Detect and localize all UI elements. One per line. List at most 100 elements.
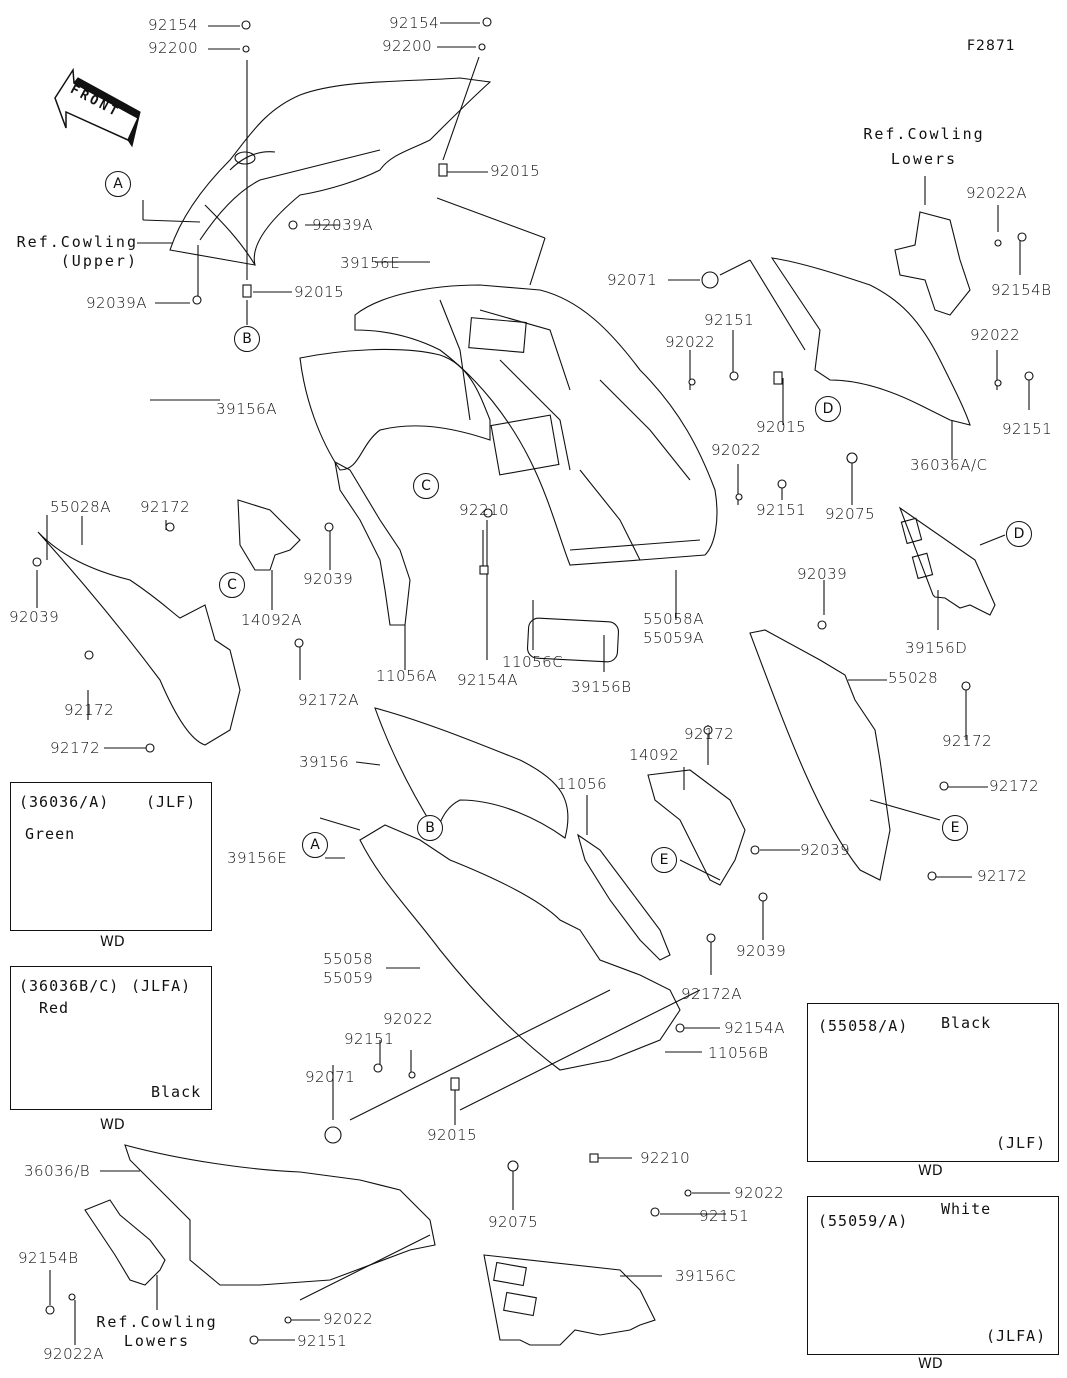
inset-55059a: (55059/A) White (JLFA)	[807, 1196, 1059, 1355]
part-label[interactable]: 92039	[736, 942, 787, 960]
part-label[interactable]: 55058	[323, 950, 374, 968]
ref-cowling-lowers-bottom: Ref.Cowling Lowers	[95, 1313, 219, 1351]
washer-icon	[684, 1189, 692, 1197]
part-label[interactable]: 92022	[711, 441, 762, 459]
screw-icon	[483, 508, 493, 518]
clip-icon	[288, 220, 298, 230]
side-cover-55028a	[37, 531, 241, 746]
part-label[interactable]: 92210	[640, 1149, 691, 1167]
upper-cowl-inner-panel	[169, 77, 492, 266]
part-label[interactable]: 92039	[303, 570, 354, 588]
part-label[interactable]: 92071	[305, 1068, 356, 1086]
part-label[interactable]: 92154	[148, 16, 199, 34]
inset-footer: WD	[100, 934, 125, 950]
inset-part-number: (36036/A)	[19, 793, 110, 811]
part-label[interactable]: 92151	[1002, 420, 1053, 438]
part-label[interactable]: 92075	[488, 1213, 539, 1231]
part-label[interactable]: 92172	[50, 739, 101, 757]
part-label[interactable]: 92151	[344, 1030, 395, 1048]
part-label[interactable]: 92154A	[457, 671, 518, 689]
part-label[interactable]: 92039A	[86, 294, 147, 312]
part-label[interactable]: 92022A	[43, 1345, 104, 1363]
part-label[interactable]: 92172A	[681, 985, 742, 1003]
washer-icon	[994, 379, 1002, 387]
cowling-lower-bracket-upper	[894, 211, 971, 316]
part-label[interactable]: 39156C	[675, 1267, 737, 1285]
part-label[interactable]: 39156	[299, 753, 350, 771]
inset-55058a: (55058/A) Black (JLF)	[807, 1003, 1059, 1162]
part-label[interactable]: 14092A	[241, 611, 302, 629]
nut-icon	[589, 1153, 599, 1163]
part-label[interactable]: 92154B	[991, 281, 1052, 299]
part-label[interactable]: 92172	[140, 498, 191, 516]
part-label[interactable]: 92071	[607, 271, 658, 289]
part-label[interactable]: 55058A	[643, 610, 704, 628]
part-label[interactable]: 11056C	[502, 653, 564, 671]
part-label[interactable]: 11056A	[376, 667, 437, 685]
part-label[interactable]: 14092	[629, 746, 680, 764]
part-label[interactable]: 92151	[297, 1332, 348, 1350]
part-label[interactable]: 92022	[665, 333, 716, 351]
part-label[interactable]: 39156D	[905, 639, 968, 657]
part-label[interactable]: 92039	[800, 841, 851, 859]
part-label[interactable]: 36036A/C	[910, 456, 988, 474]
part-label[interactable]: 92151	[699, 1207, 750, 1225]
part-label[interactable]: 92172	[684, 725, 735, 743]
figure-number: F2871	[967, 38, 1016, 54]
part-label[interactable]: 92022	[734, 1184, 785, 1202]
collar-icon	[242, 284, 252, 298]
part-label[interactable]: 92200	[382, 37, 433, 55]
screw-icon	[482, 17, 492, 27]
inset-color-label: Green	[25, 825, 76, 843]
part-label[interactable]: 55059A	[643, 629, 704, 647]
part-label[interactable]: 92154	[389, 14, 440, 32]
part-label[interactable]: 36036/B	[24, 1162, 91, 1180]
inset-footer: WD	[100, 1117, 125, 1133]
inset-color-label: Red	[39, 999, 70, 1017]
part-label[interactable]: 92039	[9, 608, 60, 626]
part-label[interactable]: 92200	[148, 39, 199, 57]
callout-c: C	[413, 473, 439, 499]
screw-icon	[703, 725, 713, 735]
part-label[interactable]: 92015	[427, 1126, 478, 1144]
part-label[interactable]: 92022	[383, 1010, 434, 1028]
part-label[interactable]: 92172	[64, 701, 115, 719]
part-label[interactable]: 92039	[797, 565, 848, 583]
part-label[interactable]: 11056	[557, 775, 608, 793]
washer-icon	[735, 493, 743, 501]
screw-icon	[294, 638, 304, 648]
collar-icon	[450, 1077, 460, 1091]
part-label[interactable]: 39156E	[227, 849, 288, 867]
part-label[interactable]: 92172	[942, 732, 993, 750]
part-label[interactable]: 55028	[888, 669, 939, 687]
part-label[interactable]: 92075	[825, 505, 876, 523]
part-label[interactable]: 55059	[323, 969, 374, 987]
ref-cowling-upper-line2: (Upper)	[60, 251, 138, 270]
part-label[interactable]: 92022	[323, 1310, 374, 1328]
part-label[interactable]: 92022	[970, 326, 1021, 344]
part-label[interactable]: 92154B	[18, 1249, 79, 1267]
part-label[interactable]: 39156A	[216, 400, 277, 418]
part-label[interactable]: 11056B	[708, 1044, 769, 1062]
part-label[interactable]: 92151	[756, 501, 807, 519]
part-label[interactable]: 92172A	[298, 691, 359, 709]
part-label[interactable]: 39156B	[571, 678, 632, 696]
washer-icon	[688, 378, 696, 386]
part-label[interactable]: 55028A	[50, 498, 111, 516]
part-label[interactable]: 92022A	[966, 184, 1027, 202]
part-label[interactable]: 92015	[756, 418, 807, 436]
screw-icon	[706, 933, 716, 943]
part-label[interactable]: 39156E	[340, 254, 401, 272]
inset-model-code: (JLF)	[996, 1134, 1047, 1152]
part-label[interactable]: 92154A	[724, 1019, 785, 1037]
part-label[interactable]: 92210	[459, 501, 510, 519]
part-label[interactable]: 92039A	[312, 216, 373, 234]
ref-cowling-lowers-top: Ref.Cowling Lowers	[862, 125, 986, 169]
ref-cowling-lowers-bottom-line1: Ref.Cowling	[96, 1313, 218, 1331]
part-label[interactable]: 92015	[490, 162, 541, 180]
part-label[interactable]: 92151	[704, 311, 755, 329]
part-label[interactable]: 92015	[294, 283, 345, 301]
part-label[interactable]: 92172	[989, 777, 1040, 795]
part-label[interactable]: 92172	[977, 867, 1028, 885]
